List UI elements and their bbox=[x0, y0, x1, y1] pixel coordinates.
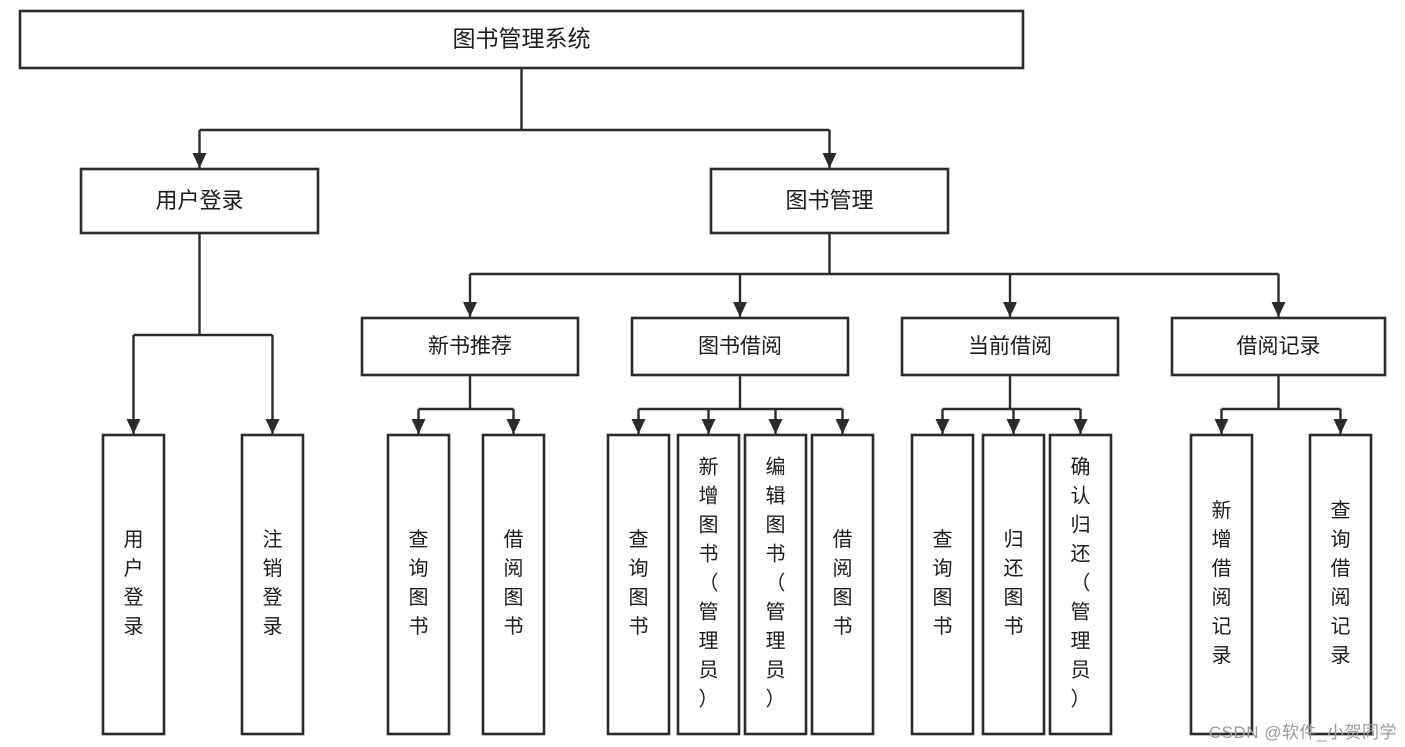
node-label: 新增图书（管理员） bbox=[699, 456, 719, 711]
node-leaf-query-book-1[interactable]: 查询图书 bbox=[386, 433, 451, 736]
node-label: 图书借阅 bbox=[698, 335, 782, 358]
node-label: 当前借阅 bbox=[968, 335, 1052, 358]
node-leaf-confirm-return-admin[interactable]: 确认归还（管理员） bbox=[1048, 433, 1113, 736]
node-label: 新书推荐 bbox=[428, 335, 512, 358]
node-label: 归还图书 bbox=[1004, 528, 1024, 638]
node-new-book-recommend[interactable]: 新书推荐 bbox=[360, 316, 580, 377]
node-borrow-record[interactable]: 借阅记录 bbox=[1170, 316, 1387, 377]
node-book-borrow[interactable]: 图书借阅 bbox=[630, 316, 850, 377]
node-user-login[interactable]: 用户登录 bbox=[79, 167, 320, 235]
node-leaf-query-book-3[interactable]: 查询图书 bbox=[910, 433, 975, 736]
node-boxes: 图书管理系统用户登录图书管理新书推荐图书借阅当前借阅借阅记录用户登录注销登录查询… bbox=[18, 9, 1387, 736]
node-label: 查询借阅记录 bbox=[1331, 499, 1351, 667]
node-current-borrow[interactable]: 当前借阅 bbox=[900, 316, 1120, 377]
node-label: 查询图书 bbox=[933, 528, 953, 638]
node-label: 编辑图书（管理员） bbox=[766, 456, 786, 711]
node-leaf-edit-book-admin[interactable]: 编辑图书（管理员） bbox=[743, 433, 808, 736]
node-label: 借阅图书 bbox=[833, 528, 853, 638]
node-label: 借阅图书 bbox=[504, 528, 524, 638]
node-leaf-add-borrow-record[interactable]: 新增借阅记录 bbox=[1189, 433, 1254, 736]
connector-links bbox=[126, 68, 1348, 434]
node-label: 借阅记录 bbox=[1237, 335, 1321, 358]
watermark-text: CSDN @软件_小贺同学 bbox=[1208, 723, 1397, 742]
node-label: 注销登录 bbox=[263, 528, 283, 638]
node-leaf-add-book-admin[interactable]: 新增图书（管理员） bbox=[676, 433, 741, 736]
node-label: 图书管理 bbox=[785, 188, 873, 213]
node-leaf-query-borrow-record[interactable]: 查询借阅记录 bbox=[1308, 433, 1373, 736]
node-label: 用户登录 bbox=[155, 188, 243, 213]
node-label: 查询图书 bbox=[629, 528, 649, 638]
node-book-manage[interactable]: 图书管理 bbox=[709, 167, 950, 235]
node-label: 新增借阅记录 bbox=[1212, 499, 1232, 667]
node-leaf-query-book-2[interactable]: 查询图书 bbox=[606, 433, 671, 736]
node-label: 图书管理系统 bbox=[453, 26, 591, 52]
node-leaf-user-login[interactable]: 用户登录 bbox=[101, 433, 166, 736]
node-root[interactable]: 图书管理系统 bbox=[18, 9, 1025, 70]
node-leaf-logout-login[interactable]: 注销登录 bbox=[240, 433, 305, 736]
node-label: 确认归还（管理员） bbox=[1071, 456, 1091, 711]
node-label: 用户登录 bbox=[124, 529, 144, 638]
node-leaf-borrow-book-2[interactable]: 借阅图书 bbox=[810, 433, 875, 736]
node-leaf-borrow-book-1[interactable]: 借阅图书 bbox=[481, 433, 546, 736]
node-leaf-return-book[interactable]: 归还图书 bbox=[981, 433, 1046, 736]
node-label: 查询图书 bbox=[409, 528, 429, 638]
